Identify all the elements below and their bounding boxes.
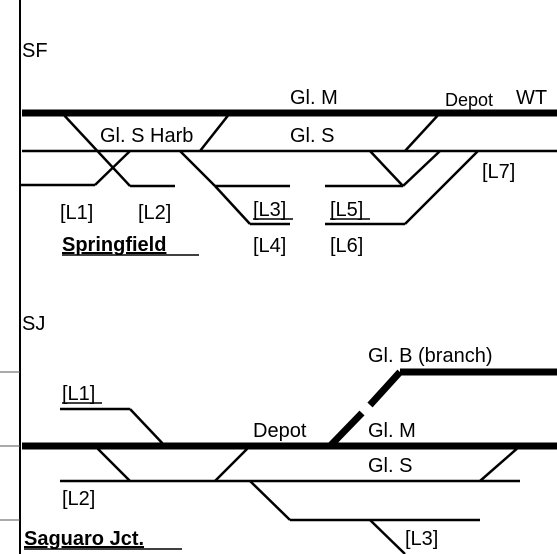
sf-diag-g (369, 150, 404, 187)
sf-label-wt: WT (516, 87, 547, 109)
station-springfield: SF Gl. M Depot WT Gl. S Harb Gl. S [L7] … (20, 40, 557, 257)
sf-label-l6: [L6] (330, 235, 363, 257)
sj-diag-l3-a (249, 480, 291, 521)
station-code-sj: SJ (22, 313, 45, 335)
station-saguaro: SJ Gl. B (branch) [L1] Depot Gl. M Gl. S… (22, 313, 557, 554)
station-code-sf: SF (22, 40, 48, 62)
sf-label-l5: [L5] (330, 199, 363, 221)
sf-label-l1: [L1] (60, 202, 93, 224)
sf-label-l4: [L4] (253, 235, 286, 257)
sj-label-l1: [L1] (62, 383, 95, 405)
sf-diag-i (404, 150, 479, 225)
sj-diag-left-2 (214, 445, 251, 482)
sf-label-l7: [L7] (482, 161, 515, 183)
sf-label-l2: [L2] (138, 202, 171, 224)
sj-label-track-main: Gl. M (368, 420, 416, 442)
sf-label-track-main: Gl. M (290, 87, 338, 109)
sf-diag-d (179, 150, 216, 187)
sf-diag-h (402, 150, 441, 187)
sj-branch-diag-upper (367, 369, 403, 408)
sf-diag-e (214, 185, 251, 225)
sj-diag-l1 (129, 408, 166, 447)
sj-label-depot: Depot (253, 420, 307, 442)
sf-diag-c (199, 112, 231, 152)
sj-diag-s-right (479, 445, 521, 482)
sj-station-name: Saguaro Jct. (24, 528, 144, 550)
sj-branch-diag-lower (327, 410, 365, 449)
sf-diag-f (404, 112, 441, 152)
sj-label-l2: [L2] (62, 488, 95, 510)
sj-label-track-s: Gl. S (368, 455, 412, 477)
sf-station-name: Springfield (62, 234, 166, 256)
sf-diag-a (61, 112, 131, 187)
sf-diag-b (94, 150, 131, 186)
sf-label-track-s: Gl. S (290, 125, 334, 147)
sj-label-track-branch: Gl. B (branch) (368, 345, 492, 367)
sj-diag-left-1 (94, 445, 131, 482)
sf-label-track-s-harb: Gl. S Harb (100, 125, 193, 147)
sf-label-depot: Depot (445, 90, 493, 110)
sj-label-l3: [L3] (405, 528, 438, 550)
sf-label-l3: [L3] (253, 199, 286, 221)
sj-diag-l3-b (369, 519, 406, 554)
